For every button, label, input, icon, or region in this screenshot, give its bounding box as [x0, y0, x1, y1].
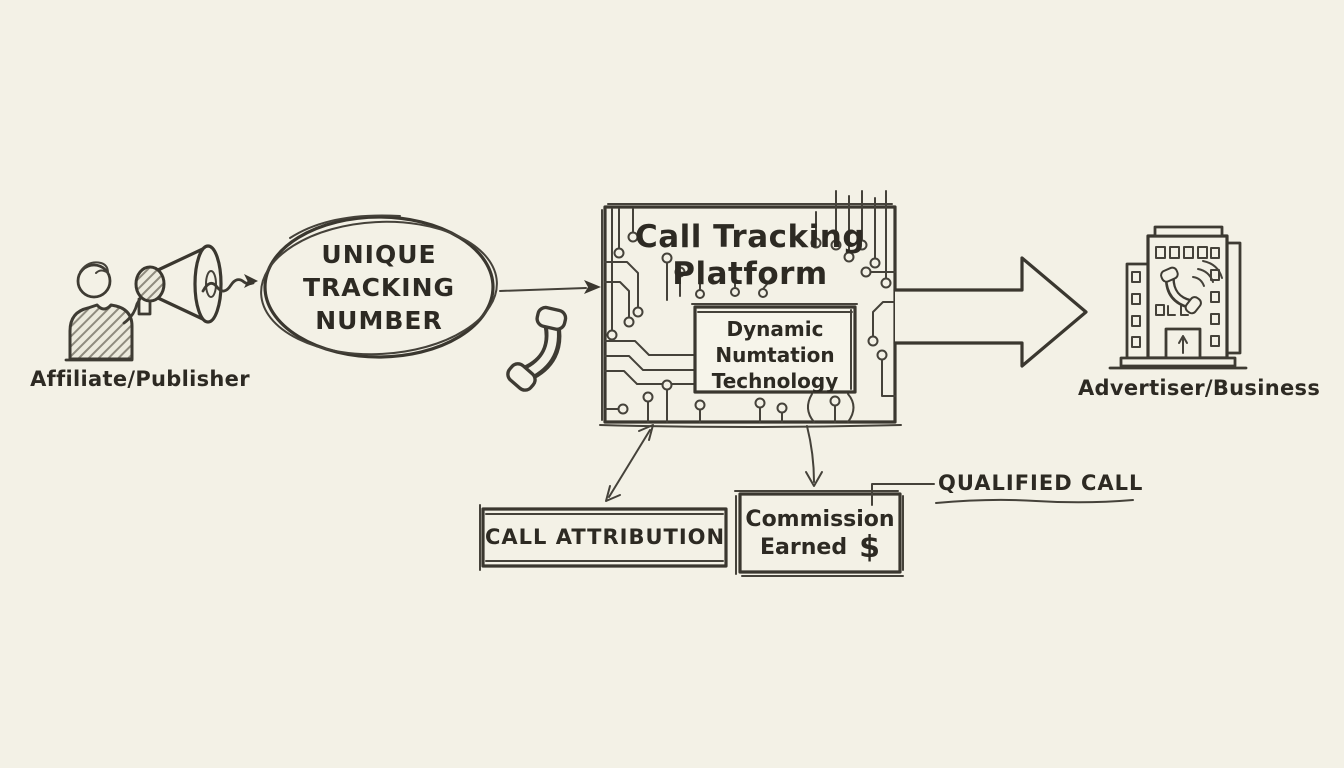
platform-title-line-1: Call Tracking — [634, 219, 866, 255]
platform-title: Call Tracking Platform — [607, 219, 893, 293]
dynamic-numtation-text: Dynamic Numtation Technology — [697, 316, 853, 394]
attribution-box — [479, 504, 728, 571]
commission-line-1: Commission — [745, 507, 895, 532]
advertiser-label: Advertiser/Business — [1078, 376, 1321, 400]
qualified-call-underline — [935, 498, 1134, 504]
arrow-attribution-to-platform — [605, 424, 654, 502]
call-attribution-label: CALL ATTRIBUTION — [485, 525, 726, 549]
arrow-platform-to-commission — [805, 425, 823, 487]
commission-earned-text: Commission Earned $ — [742, 506, 898, 565]
dollar-sign: $ — [859, 530, 880, 565]
tracking-number-ellipse — [260, 214, 498, 359]
inner-tech-box — [691, 303, 858, 394]
inner-line-3: Technology — [711, 369, 839, 393]
platform-box — [599, 190, 902, 428]
building-icon — [1108, 225, 1248, 370]
inner-line-2: Numtation — [715, 343, 835, 367]
unique-tracking-number-text: UNIQUE TRACKING NUMBER — [266, 238, 492, 337]
commission-line-2: Earned — [760, 535, 848, 560]
arrow-to-platform — [499, 280, 601, 294]
platform-title-line-2: Platform — [672, 256, 828, 292]
unique-line-3: NUMBER — [315, 306, 443, 335]
person-figure — [64, 261, 143, 362]
phone-handset-icon — [502, 300, 572, 396]
qualified-call-label: QUALIFIED CALL — [938, 471, 1144, 495]
circuit-board-pattern — [604, 190, 896, 423]
squiggle-arrow — [201, 274, 258, 293]
unique-line-1: UNIQUE — [321, 240, 437, 269]
commission-box — [734, 490, 904, 577]
ring-waves-icon — [1192, 260, 1223, 287]
affiliate-label: Affiliate/Publisher — [30, 367, 250, 391]
unique-line-2: TRACKING — [302, 273, 456, 302]
block-arrow — [893, 256, 1088, 368]
inner-line-1: Dynamic — [726, 317, 824, 341]
qualified-call-connector — [871, 483, 935, 506]
